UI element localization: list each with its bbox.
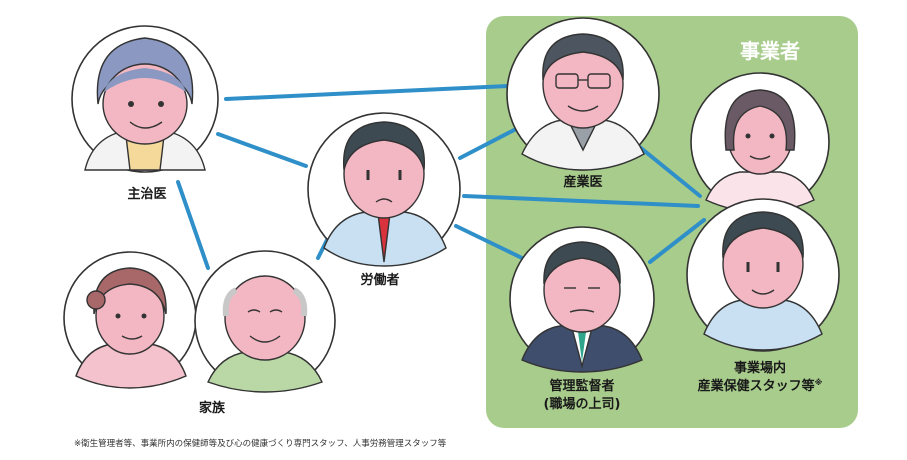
staff-label-line1: 事業場内 xyxy=(734,360,786,376)
staff-label-line2: 産業保健スタッフ等※ xyxy=(698,377,823,394)
link-physician-staff xyxy=(634,142,702,198)
staff-label-line2-text: 産業保健スタッフ等 xyxy=(698,378,815,394)
doctor-node xyxy=(71,25,219,173)
supervisor-label-line1: 管理監督者 xyxy=(549,378,614,394)
family-node xyxy=(63,250,336,393)
link-worker-supervisor xyxy=(454,224,524,260)
supervisor-label-line2: (職場の上司) xyxy=(544,396,621,412)
link-doctor-worker xyxy=(216,132,308,168)
family-label: 家族 xyxy=(199,400,226,416)
link-doctor-physician xyxy=(224,84,510,101)
footnote: ※衛生管理者等、事業所内の保健師等及び心の健康づくり専門スタッフ、人事労務管理ス… xyxy=(74,438,447,449)
connection-lines xyxy=(176,84,706,270)
worker-node xyxy=(307,112,461,267)
link-supervisor-staff xyxy=(648,218,706,264)
staff-woman-node xyxy=(690,72,830,213)
occupational-physician-node xyxy=(506,17,660,171)
worker-label: 労働者 xyxy=(360,272,399,288)
link-worker-physician xyxy=(458,126,520,160)
employer-group-title: 事業者 xyxy=(740,39,800,63)
staff-label-mark: ※ xyxy=(815,377,823,387)
link-doctor-family xyxy=(176,180,210,270)
link-worker-staff xyxy=(462,194,700,208)
staff-man-node xyxy=(686,198,840,352)
doctor-label: 主治医 xyxy=(127,186,166,202)
supervisor-node xyxy=(509,226,655,373)
occupational-physician-label: 産業医 xyxy=(563,174,602,190)
